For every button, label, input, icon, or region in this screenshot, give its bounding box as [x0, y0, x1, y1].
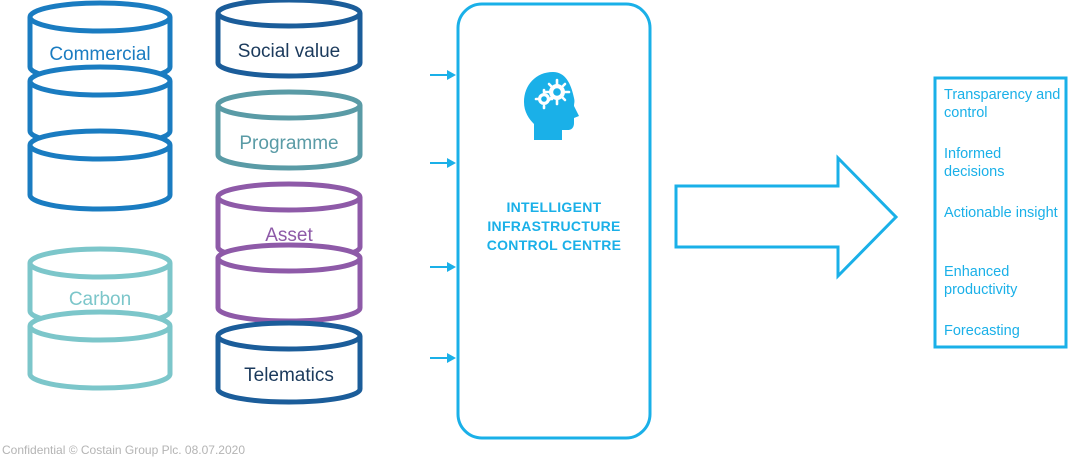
output-arrow	[674, 154, 899, 280]
carbon-label: Carbon	[68, 289, 132, 310]
carbon-database-icon	[27, 246, 173, 391]
commercial-label: Commercial	[49, 44, 151, 65]
head-gear-icon	[524, 72, 579, 140]
commercial-database-icon	[27, 0, 173, 212]
social-value-database-icon	[215, 0, 363, 79]
outcome-item: Actionable insight	[944, 205, 1058, 221]
cylinder-top	[215, 181, 363, 213]
control-centre-box	[456, 2, 652, 440]
input-arrow	[430, 262, 456, 272]
asset-label: Asset	[265, 225, 313, 246]
asset-database-icon	[215, 181, 363, 324]
telematics-database-icon	[215, 320, 363, 405]
footer-copyright: Confidential © Costain Group Plc. 08.07.…	[2, 443, 245, 457]
programme-label: Programme	[239, 133, 339, 154]
cylinder-top	[27, 128, 173, 162]
cylinder-top	[215, 242, 363, 274]
cylinder-top	[215, 89, 363, 121]
cylinder-top	[215, 320, 363, 352]
outcome-item: Transparency and control	[944, 87, 1061, 121]
cylinder-top	[27, 64, 173, 98]
cylinder-segment	[215, 105, 363, 171]
outcome-item: Forecasting	[944, 323, 1020, 339]
cylinder-top	[27, 246, 173, 280]
cylinder-top	[27, 309, 173, 343]
cylinder-segment	[215, 336, 363, 405]
telematics-label: Telematics	[244, 365, 334, 386]
title-line: CONTROL CENTRE	[486, 237, 622, 253]
title-line: INTELLIGENT	[506, 199, 602, 215]
input-arrow	[430, 70, 456, 80]
outcomes-box	[933, 76, 1068, 349]
outcomes-list: Transparency and control Informed decisi…	[944, 86, 1062, 381]
cylinder-segment	[27, 145, 173, 212]
title-line: INFRASTRUCTURE	[487, 218, 621, 234]
cylinder-top	[27, 0, 173, 34]
control-centre-title: INTELLIGENT INFRASTRUCTURE CONTROL CENTR…	[460, 198, 648, 255]
input-arrows	[430, 70, 456, 363]
programme-database-icon	[215, 89, 363, 171]
cylinder-segment	[215, 13, 363, 79]
cylinder-segment	[27, 326, 173, 391]
cylinder-top	[215, 0, 363, 29]
data-source-stacks	[27, 0, 363, 405]
outcome-item: Enhanced productivity	[944, 264, 1018, 298]
outcome-item: Informed decisions	[944, 146, 1005, 180]
social-value-label: Social value	[237, 41, 341, 62]
input-arrow	[430, 353, 456, 363]
input-arrow	[430, 158, 456, 168]
